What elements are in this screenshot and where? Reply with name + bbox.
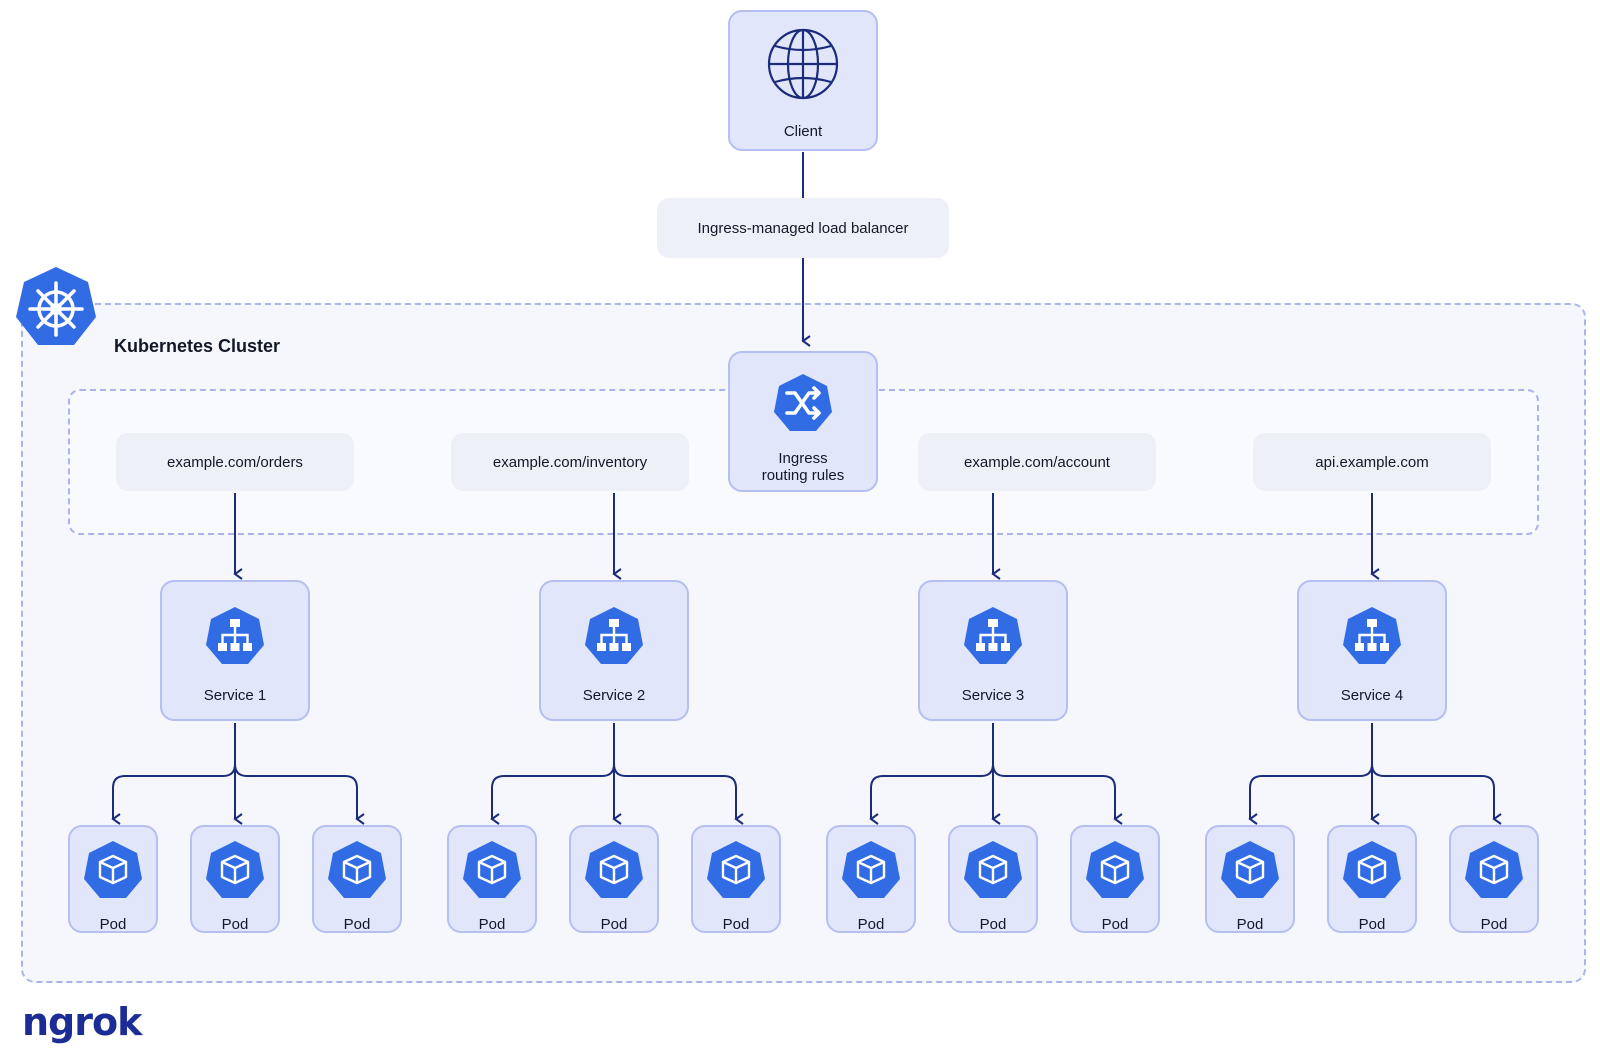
cluster-title: Kubernetes Cluster	[114, 336, 281, 356]
pod-node: Pod	[1070, 825, 1160, 933]
pod-node: Pod	[691, 825, 781, 933]
service-icon	[963, 606, 1023, 671]
ingress-node: Ingress routing rules	[728, 351, 878, 492]
pod-node: Pod	[312, 825, 402, 933]
pod-node: Pod	[1449, 825, 1539, 933]
route-account: example.com/account	[918, 433, 1156, 491]
pod-cube-icon	[1342, 840, 1402, 905]
pod-label: Pod	[1480, 916, 1508, 933]
service-node-4: Service 4	[1297, 580, 1447, 721]
pod-cube-icon	[963, 840, 1023, 905]
route-orders: example.com/orders	[116, 433, 354, 491]
ingress-label: Ingress routing rules	[761, 450, 845, 484]
pod-node: Pod	[68, 825, 158, 933]
pod-cube-icon	[584, 840, 644, 905]
pod-cube-icon	[841, 840, 901, 905]
pod-cube-icon	[1464, 840, 1524, 905]
pod-cube-icon	[205, 840, 265, 905]
service-node-2: Service 2	[539, 580, 689, 721]
pod-node: Pod	[948, 825, 1038, 933]
pod-node: Pod	[569, 825, 659, 933]
service-label: Service 2	[582, 687, 646, 704]
globe-icon	[767, 28, 839, 105]
service-node-1: Service 1	[160, 580, 310, 721]
pod-node: Pod	[190, 825, 280, 933]
load-balancer-label: Ingress-managed load balancer	[657, 198, 949, 258]
pod-label: Pod	[979, 916, 1007, 933]
route-api: api.example.com	[1253, 433, 1491, 491]
service-icon	[584, 606, 644, 671]
pod-label: Pod	[857, 916, 885, 933]
pod-label: Pod	[478, 916, 506, 933]
client-node: Client	[728, 10, 878, 151]
pod-cube-icon	[327, 840, 387, 905]
pod-label: Pod	[343, 916, 371, 933]
service-label: Service 3	[961, 687, 1025, 704]
pod-label: Pod	[1101, 916, 1129, 933]
client-label: Client	[783, 123, 823, 140]
pod-label: Pod	[1236, 916, 1264, 933]
service-label: Service 1	[203, 687, 267, 704]
pod-cube-icon	[1220, 840, 1280, 905]
kubernetes-helm-icon	[14, 265, 98, 349]
pod-cube-icon	[1085, 840, 1145, 905]
pod-cube-icon	[462, 840, 522, 905]
pod-node: Pod	[826, 825, 916, 933]
pod-label: Pod	[600, 916, 628, 933]
pod-label: Pod	[722, 916, 750, 933]
pod-node: Pod	[1327, 825, 1417, 933]
shuffle-icon	[773, 373, 833, 438]
pod-node: Pod	[1205, 825, 1295, 933]
pod-cube-icon	[83, 840, 143, 905]
pod-cube-icon	[706, 840, 766, 905]
service-icon	[1342, 606, 1402, 671]
pod-label: Pod	[221, 916, 249, 933]
service-label: Service 4	[1340, 687, 1404, 704]
pod-label: Pod	[1358, 916, 1386, 933]
service-node-3: Service 3	[918, 580, 1068, 721]
ngrok-logo: ngrok	[22, 1000, 142, 1044]
route-inventory: example.com/inventory	[451, 433, 689, 491]
pod-node: Pod	[447, 825, 537, 933]
service-icon	[205, 606, 265, 671]
pod-label: Pod	[99, 916, 127, 933]
